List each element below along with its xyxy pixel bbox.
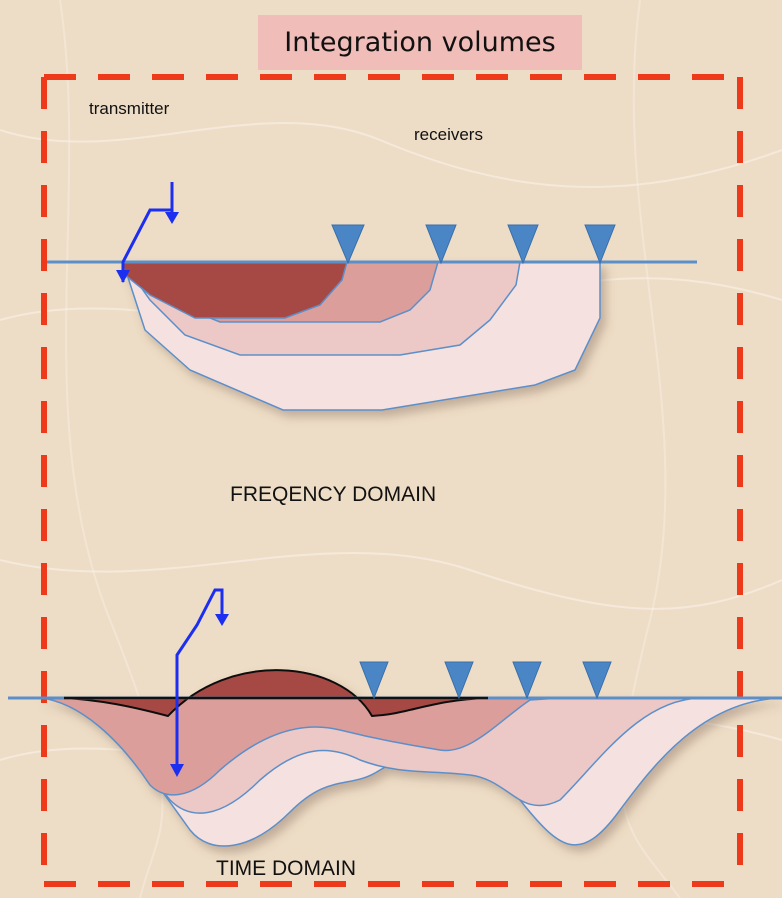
diagram-title: Integration volumes <box>284 27 555 58</box>
receiver-icon <box>585 225 615 263</box>
receiver-icon <box>360 662 388 698</box>
title-box: Integration volumes <box>258 15 582 70</box>
time-domain-label: TIME DOMAIN <box>216 857 356 881</box>
frequency-domain-label: FREQENCY DOMAIN <box>230 483 436 507</box>
receiver-icon <box>445 662 473 698</box>
transmitter-label: transmitter <box>89 99 169 119</box>
frequency-volumes <box>123 262 600 410</box>
receiver-icon <box>508 225 538 263</box>
receiver-icon <box>426 225 456 263</box>
receivers-label: receivers <box>414 125 483 145</box>
receiver-icon <box>332 225 364 263</box>
frequency-receivers <box>332 225 615 263</box>
receiver-icon <box>583 662 611 698</box>
receiver-icon <box>513 662 541 698</box>
time-receivers <box>360 662 611 698</box>
